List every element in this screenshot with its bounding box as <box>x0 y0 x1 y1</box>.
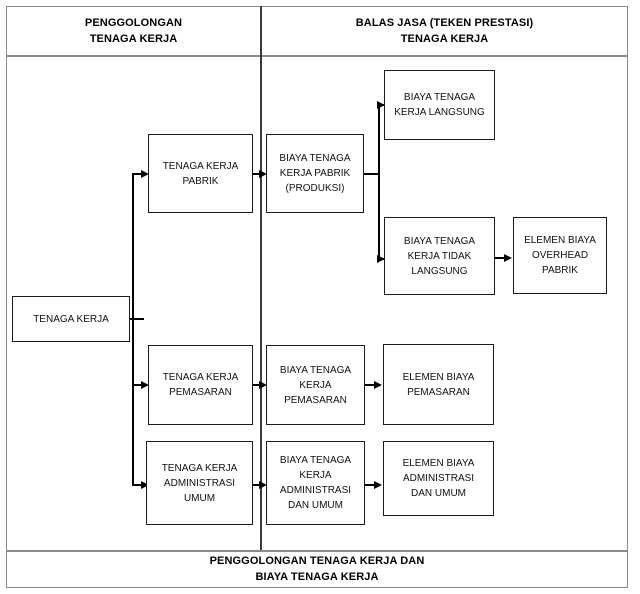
node-biaya-tenaga-kerja-pemasaran[interactable]: BIAYA TENAGA KERJA PEMASARAN <box>266 345 365 425</box>
node-btk-pabrik-line2: KERJA PABRIK <box>279 168 351 179</box>
arrowhead-tk-pabrik-to-btk-pabrik <box>259 169 267 178</box>
header-right-line2: TENAGA KERJA <box>400 33 489 45</box>
node-eb-adm-line3: DAN UMUM <box>411 488 466 499</box>
connector-btk-adm-to-eb-adm <box>365 484 377 486</box>
node-biaya-tenaga-kerja-tidak-langsung[interactable]: BIAYA TENAGA KERJA TIDAK LANGSUNG <box>384 217 495 295</box>
node-tenaga-kerja[interactable]: TENAGA KERJA <box>12 296 130 342</box>
node-tenaga-kerja-administrasi-umum[interactable]: TENAGA KERJA ADMINISTRASI UMUM <box>146 441 253 525</box>
node-tenaga-kerja-pemasaran-line2: PEMASARAN <box>169 387 232 398</box>
arrowhead-btk-adm-to-eb-adm <box>374 480 382 489</box>
node-btk-adm-line3: ADMINISTRASI <box>279 485 352 496</box>
node-btk-tidak-line3: LANGSUNG <box>411 265 468 277</box>
header-right: BALAS JASA (TEKEN PRESTASI) TENAGA KERJA <box>262 8 627 54</box>
node-btk-langsung-line2: KERJA LANGSUNG <box>394 107 485 118</box>
header-left-line2: TENAGA KERJA <box>89 33 178 45</box>
column-divider-rule <box>260 6 262 550</box>
arrowhead-root-to-tk-adm <box>141 480 149 489</box>
arrowhead-tk-pemasaran-to-btk-pemasaran <box>259 380 267 389</box>
node-eb-adm-line2: ADMINISTRASI <box>402 473 475 484</box>
header-separator-rule <box>6 55 628 57</box>
footer-separator-rule <box>6 550 628 552</box>
footer-caption: PENGGOLONGAN TENAGA KERJA DAN BIAYA TENA… <box>7 551 627 587</box>
footer-caption-line2: BIAYA TENAGA KERJA <box>255 571 379 583</box>
connector-root-to-tk-pemasaran <box>132 384 144 386</box>
connector-tidak-langsung-to-overhead <box>495 257 507 259</box>
arrowhead-root-to-tk-pabrik <box>141 169 149 178</box>
outer-frame <box>6 6 628 588</box>
node-biaya-tenaga-kerja-administrasi-umum[interactable]: BIAYA TENAGA KERJA ADMINISTRASI DAN UMUM <box>266 441 365 525</box>
node-btk-tidak-line2: KERJA TIDAK <box>407 250 472 262</box>
node-btk-langsung-line1: BIAYA TENAGA <box>403 92 476 103</box>
connector-root-trunk <box>132 173 134 485</box>
node-tka-umum-line3: UMUM <box>183 492 216 504</box>
connector-root-to-tk-adm <box>132 484 144 486</box>
node-biaya-tenaga-kerja-pabrik[interactable]: BIAYA TENAGA KERJA PABRIK (PRODUKSI) <box>266 134 364 213</box>
node-biaya-tenaga-kerja-langsung[interactable]: BIAYA TENAGA KERJA LANGSUNG <box>384 70 495 140</box>
connector-tk-pemasaran-to-btk-pemasaran <box>253 384 263 386</box>
arrowhead-root-to-tk-pemasaran <box>141 380 149 389</box>
connector-root-to-tk-pabrik <box>132 173 144 175</box>
connector-root-stub <box>130 318 144 320</box>
node-tenaga-kerja-pabrik-line2: PABRIK <box>182 175 219 187</box>
node-btk-adm-line1: BIAYA TENAGA <box>279 455 352 466</box>
node-btk-adm-line4: DAN UMUM <box>287 500 343 511</box>
arrowhead-btk-pemasaran-to-eb-pemasaran <box>374 380 382 389</box>
arrowhead-tk-adm-to-btk-adm <box>259 480 267 489</box>
footer-caption-line1: PENGGOLONGAN TENAGA KERJA DAN <box>209 555 425 567</box>
connector-btk-pabrik-stub <box>364 173 380 175</box>
header-left: PENGGOLONGAN TENAGA KERJA <box>7 8 260 54</box>
node-tenaga-kerja-pemasaran[interactable]: TENAGA KERJA PEMASARAN <box>148 345 253 425</box>
connector-btk-pemasaran-to-eb-pemasaran <box>365 384 377 386</box>
arrowhead-tidak-langsung-to-overhead <box>504 253 512 262</box>
connector-tk-pabrik-to-btk-pabrik <box>253 173 263 175</box>
node-eb-adm-line1: ELEMEN BIAYA <box>402 458 475 469</box>
node-eb-overhead-line2: OVERHEAD <box>531 250 589 261</box>
node-tka-umum-line2: ADMINISTRASI <box>163 477 236 489</box>
node-tenaga-kerja-pemasaran-line1: TENAGA KERJA <box>162 372 239 383</box>
node-eb-overhead-line3: PABRIK <box>542 265 578 276</box>
arrowhead-btk-pabrik-to-langsung <box>377 100 385 109</box>
node-tka-umum-line1: TENAGA KERJA <box>161 462 238 474</box>
arrowhead-btk-pabrik-to-tidak-langsung <box>377 254 385 263</box>
header-right-line1: BALAS JASA (TEKEN PRESTASI) <box>355 17 534 29</box>
node-tenaga-kerja-pabrik[interactable]: TENAGA KERJA PABRIK <box>148 134 253 213</box>
node-eb-overhead-line1: ELEMEN BIAYA <box>524 235 596 246</box>
node-btk-adm-line2: KERJA <box>299 470 332 481</box>
node-eb-pemasaran-line2: PEMASARAN <box>407 386 470 398</box>
node-elemen-biaya-administrasi-umum[interactable]: ELEMEN BIAYA ADMINISTRASI DAN UMUM <box>383 441 494 516</box>
node-elemen-biaya-overhead-pabrik[interactable]: ELEMEN BIAYA OVERHEAD PABRIK <box>513 217 607 294</box>
header-left-line1: PENGGOLONGAN <box>84 17 183 29</box>
node-btk-pemasaran-line1: BIAYA TENAGA <box>279 364 352 376</box>
node-btk-pemasaran-line2: KERJA <box>299 379 332 391</box>
connector-tk-adm-to-btk-adm <box>253 484 263 486</box>
node-btk-pabrik-line1: BIAYA TENAGA <box>279 153 351 164</box>
node-tenaga-kerja-line1: TENAGA KERJA <box>33 313 109 325</box>
node-tenaga-kerja-pabrik-line1: TENAGA KERJA <box>162 160 239 172</box>
node-eb-pemasaran-line1: ELEMEN BIAYA <box>402 371 475 383</box>
node-btk-pabrik-line3: (PRODUKSI) <box>285 183 345 194</box>
connector-btk-pabrik-trunk <box>378 104 380 259</box>
node-btk-tidak-line1: BIAYA TENAGA <box>403 235 476 247</box>
node-btk-pemasaran-line3: PEMASARAN <box>284 394 347 406</box>
node-elemen-biaya-pemasaran[interactable]: ELEMEN BIAYA PEMASARAN <box>383 344 494 425</box>
